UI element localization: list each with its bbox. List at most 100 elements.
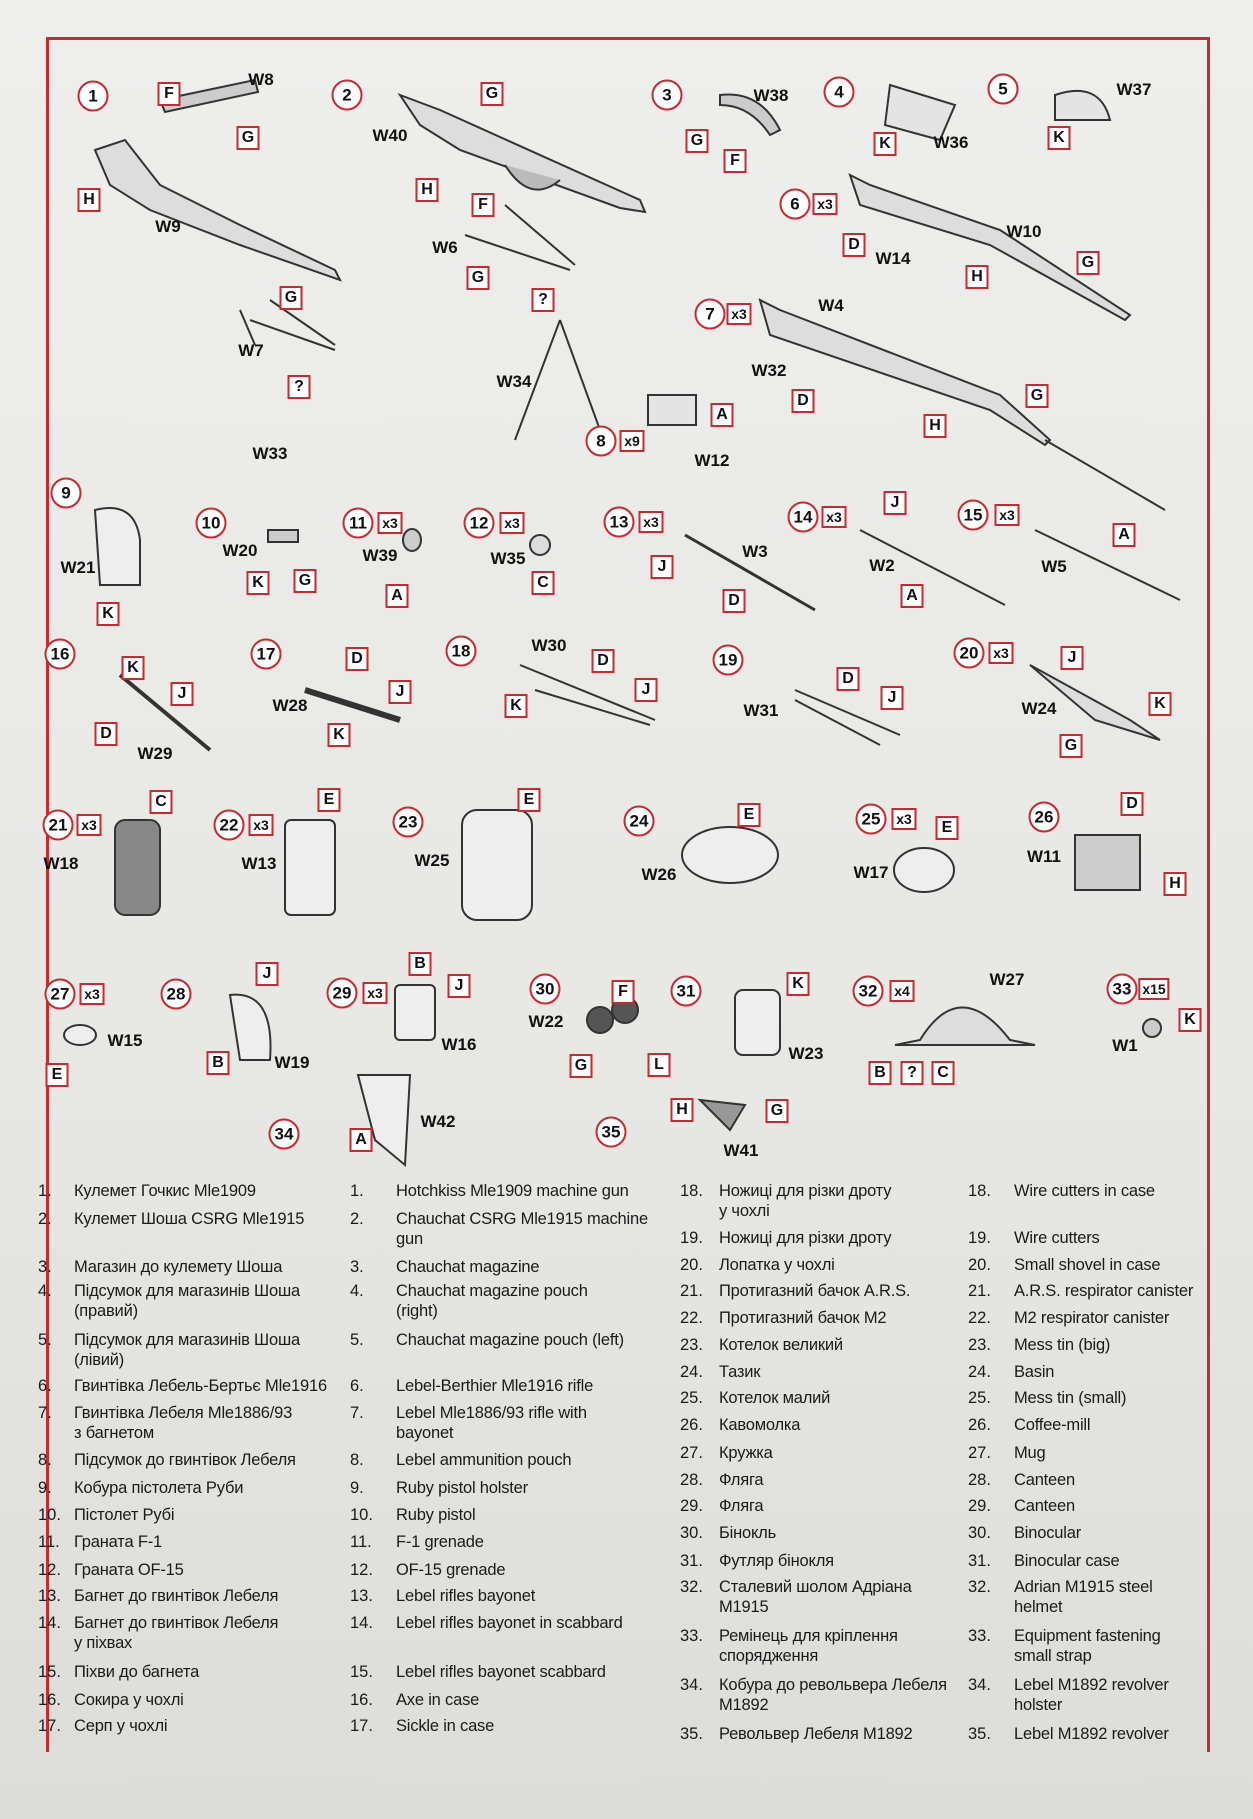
quantity-multiplier-box: x3 — [76, 814, 102, 836]
list-number-en: 24. — [968, 1363, 991, 1381]
part-name-english: Adrian M1915 steel helmet — [1014, 1578, 1153, 1616]
list-number-ua: 15. — [38, 1663, 61, 1681]
part-name-ukrainian: Футляр бінокля — [719, 1552, 834, 1570]
step-number-circle: 23 — [392, 806, 424, 838]
list-number-ua: 31. — [680, 1552, 703, 1570]
quantity-multiplier-box: x9 — [619, 430, 645, 452]
part-name-english: Wire cutters — [1014, 1229, 1100, 1247]
part-name-english: Lebel-Berthier Mle1916 rifle — [396, 1377, 594, 1395]
part-name-ukrainian: Ножиці для різки дроту — [719, 1229, 892, 1247]
step-number-circle: 3 — [651, 79, 683, 111]
red-page-frame — [46, 37, 1210, 1752]
attachment-letter-box: D — [345, 647, 369, 671]
part-code-label: W11 — [1026, 847, 1062, 866]
step-number-circle: 29 — [326, 977, 358, 1009]
part-name-english: Small shovel in case — [1014, 1256, 1161, 1274]
part-code-label: W22 — [528, 1012, 564, 1031]
part-name-ukrainian: Багнет до гвинтівок Лебеля у піхвах — [74, 1614, 279, 1652]
attachment-letter-box: D — [94, 722, 118, 746]
attachment-letter-box: K — [873, 132, 897, 156]
attachment-letter-box: G — [293, 569, 317, 593]
quantity-multiplier-box: x3 — [988, 642, 1014, 664]
chauchat-machine-gun-drawing — [397, 92, 647, 441]
tools-row-drawings — [118, 664, 1161, 752]
attachment-letter-box: K — [327, 723, 351, 747]
attachment-letter-box: G — [480, 82, 504, 106]
part-name-english: Lebel M1892 revolver holster — [1014, 1676, 1169, 1714]
part-code-label: W24 — [1021, 699, 1057, 718]
attachment-letter-box: J — [634, 678, 658, 702]
part-code-label: W16 — [441, 1035, 477, 1054]
list-number-en: 29. — [968, 1497, 991, 1515]
quantity-multiplier-box: x3 — [499, 512, 525, 534]
part-name-ukrainian: Кулемет Шоша CSRG Mle1915 — [74, 1210, 305, 1228]
attachment-letter-box: D — [722, 589, 746, 613]
list-number-ua: 30. — [680, 1524, 703, 1542]
step-number-circle: 5 — [987, 73, 1019, 105]
list-number-ua: 28. — [680, 1471, 703, 1489]
step-number-circle: 17 — [250, 638, 282, 670]
part-code-label: W17 — [853, 863, 889, 882]
step-number-circle: 19 — [712, 644, 744, 676]
attachment-letter-box: H — [415, 178, 439, 202]
quantity-multiplier-box: x3 — [638, 511, 664, 533]
attachment-letter-box: L — [647, 1053, 671, 1077]
attachment-letter-box: K — [121, 656, 145, 680]
part-name-english: Lebel Mle1886/93 rifle with bayonet — [396, 1404, 587, 1442]
attachment-letter-box: D — [591, 649, 615, 673]
part-code-label: W21 — [60, 558, 96, 577]
part-name-english: Equipment fastening small strap — [1014, 1627, 1161, 1665]
part-code-label: W25 — [414, 851, 450, 870]
attachment-letter-box: K — [1178, 1008, 1202, 1032]
step-number-circle: 9 — [50, 477, 82, 509]
part-name-ukrainian: Гвинтівка Лебель-Бертьє Mle1916 — [74, 1377, 327, 1395]
quantity-multiplier-box: x3 — [79, 983, 105, 1005]
list-number-en: 3. — [350, 1258, 364, 1276]
step-number-circle: 7 — [694, 298, 726, 330]
part-name-english: OF-15 grenade — [396, 1561, 506, 1579]
list-number-ua: 25. — [680, 1389, 703, 1407]
list-number-en: 20. — [968, 1256, 991, 1274]
step-number-circle: 21 — [42, 809, 74, 841]
part-name-english: Sickle in case — [396, 1717, 495, 1735]
list-number-ua: 22. — [680, 1309, 703, 1327]
part-code-label: W13 — [241, 854, 277, 873]
attachment-letter-box: B — [206, 1051, 230, 1075]
attachment-letter-box: G — [1059, 734, 1083, 758]
list-number-en: 23. — [968, 1336, 991, 1354]
attachment-letter-box: E — [935, 816, 959, 840]
attachment-letter-box: J — [255, 962, 279, 986]
part-name-english: Mess tin (big) — [1014, 1336, 1111, 1354]
part-name-ukrainian: Ножиці для різки дроту у чохлі — [719, 1182, 892, 1220]
list-number-en: 14. — [350, 1614, 373, 1632]
part-name-english: Lebel rifles bayonet scabbard — [396, 1663, 606, 1681]
quantity-multiplier-box: x3 — [891, 808, 917, 830]
part-name-ukrainian: Кобура до револьвера Лебеля M1892 — [719, 1676, 947, 1714]
attachment-letter-box: E — [45, 1063, 69, 1087]
list-number-en: 6. — [350, 1377, 364, 1395]
small-items-row-drawings — [93, 507, 1181, 612]
part-code-label: W36 — [933, 133, 969, 152]
part-name-ukrainian: Котелок великий — [719, 1336, 843, 1354]
attachment-letter-box: G — [1025, 384, 1049, 408]
step-number-circle: 6 — [779, 188, 811, 220]
part-name-english: Canteen — [1014, 1471, 1075, 1489]
part-name-ukrainian: Котелок малий — [719, 1389, 831, 1407]
list-number-en: 30. — [968, 1524, 991, 1542]
part-name-english: Lebel ammunition pouch — [396, 1451, 572, 1469]
part-name-english: M2 respirator canister — [1014, 1309, 1170, 1327]
attachment-letter-box: E — [517, 788, 541, 812]
attachment-letter-box: G — [236, 126, 260, 150]
part-code-label: W2 — [869, 556, 895, 575]
list-number-ua: 5. — [38, 1331, 52, 1349]
part-name-ukrainian: Ремінець для кріплення спорядження — [719, 1627, 898, 1665]
attachment-letter-box: K — [1047, 126, 1071, 150]
part-name-ukrainian: Тазик — [719, 1363, 761, 1381]
part-code-label: W28 — [272, 696, 308, 715]
part-name-english: Ruby pistol — [396, 1506, 476, 1524]
attachment-letter-box: C — [531, 571, 555, 595]
part-name-english: Hotchkiss Mle1909 machine gun — [396, 1182, 629, 1200]
part-name-ukrainian: Граната OF-15 — [74, 1561, 184, 1579]
attachment-letter-box: A — [385, 584, 409, 608]
part-name-english: Mess tin (small) — [1014, 1389, 1127, 1407]
